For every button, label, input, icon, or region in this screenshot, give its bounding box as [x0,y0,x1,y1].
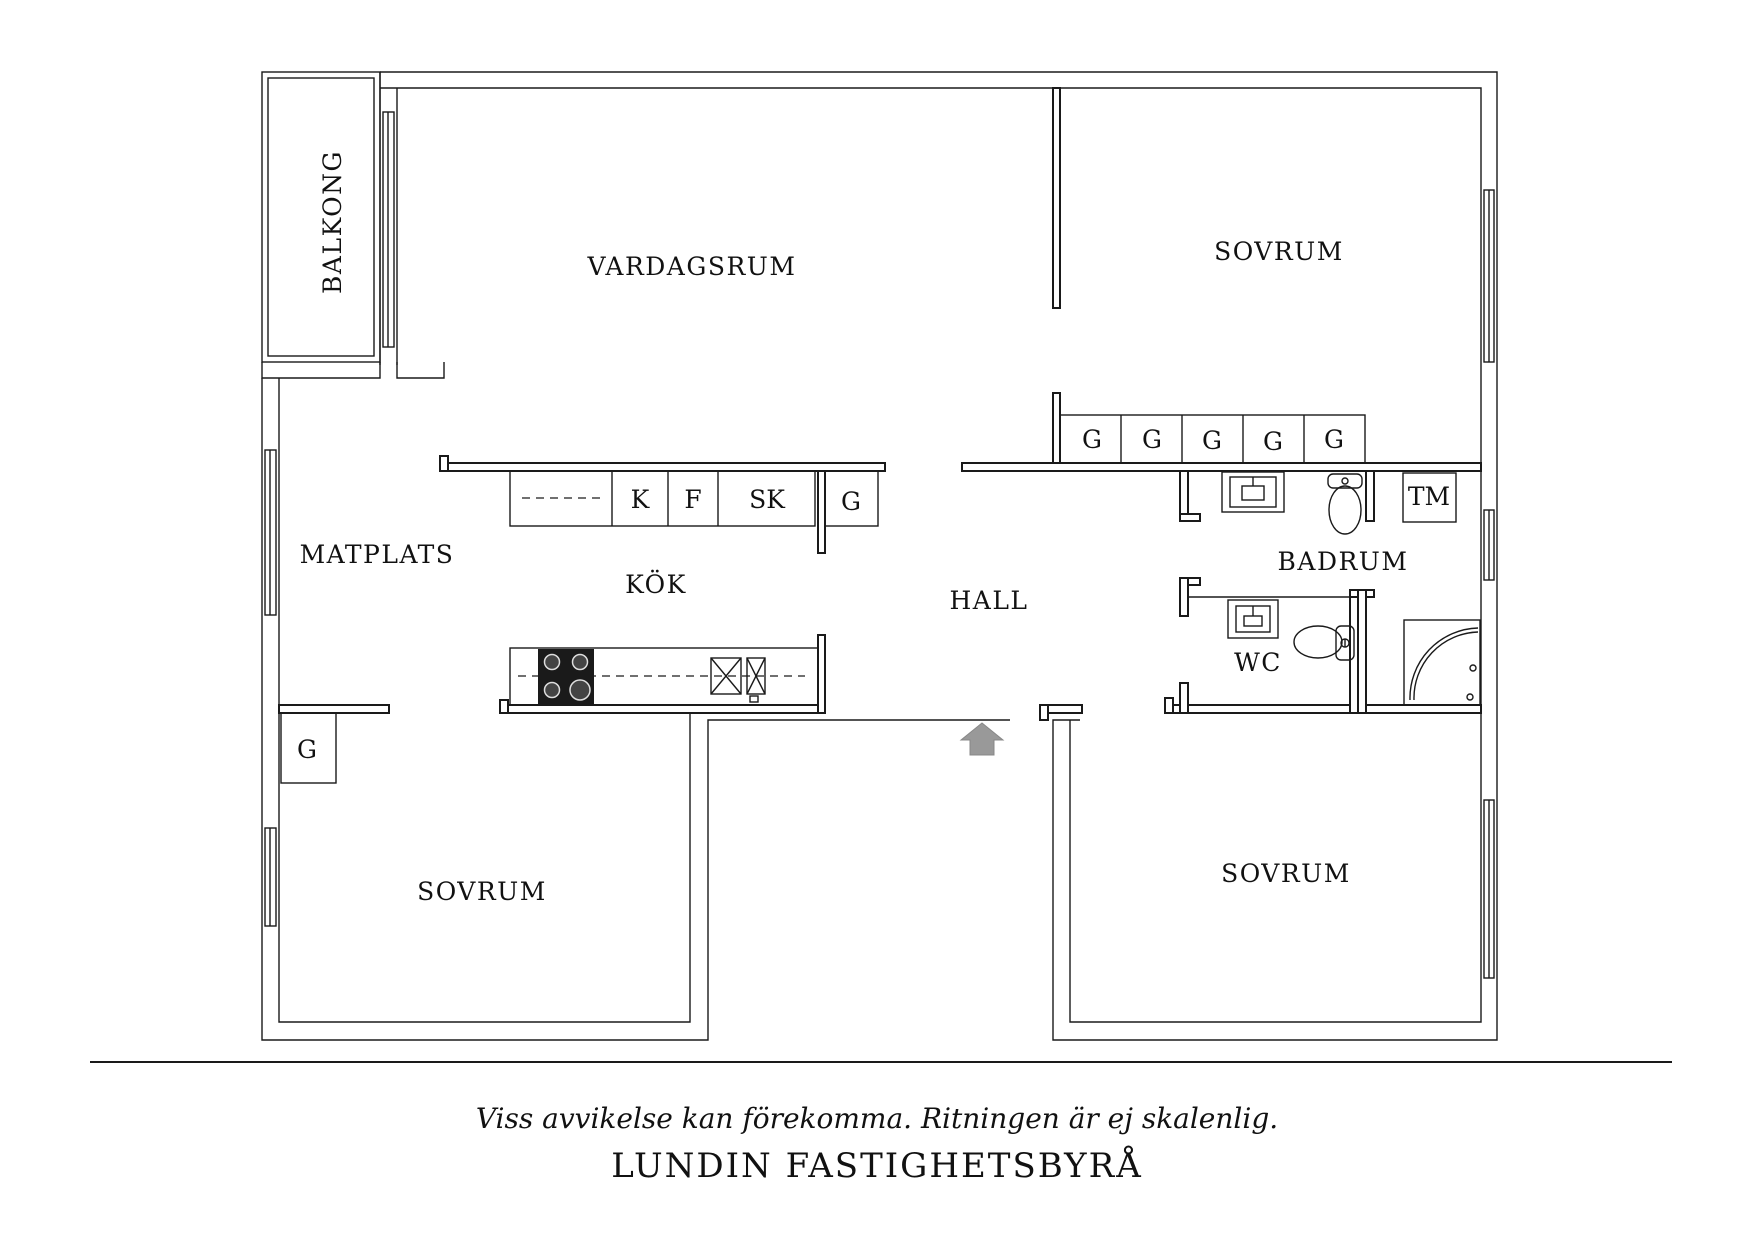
room-label-sovrum-top-right: SOVRUM [1214,237,1344,266]
wardrobe-label: G [1142,425,1162,454]
wardrobe-label: G [1324,425,1344,454]
kitchen-sink-icon [710,657,766,703]
wc-sink-icon [1227,599,1279,639]
room-label-matplats: MATPLATS [300,540,455,569]
bedroom-wardrobe [280,712,337,784]
balcony [261,71,381,379]
room-label-balkong: BALKONG [318,150,347,294]
room-label-kok: KÖK [625,570,687,599]
wardrobe-label: G [1263,427,1283,456]
fixture-label-k: K [631,485,651,514]
fixture-label-f: F [684,485,701,514]
fixture-label-bedroom-g: G [297,735,317,764]
room-label-sovrum-bottom-left: SOVRUM [417,877,547,906]
outer-walls [261,71,1498,1041]
room-label-wc: WC [1234,648,1282,677]
brand-name: LUNDIN FASTIGHETSBYRÅ [611,1146,1143,1186]
washing-machine-icon [1402,472,1457,523]
fixture-label-tm: TM [1408,482,1450,511]
interior-walls [278,87,1482,721]
disclaimer-text: Viss avvikelse kan förekomma. Ritningen … [475,1102,1279,1135]
shower-icon [1403,619,1481,706]
kitchen-counter-upper [509,470,879,527]
stove-icon [538,649,594,704]
room-label-sovrum-bottom-right: SOVRUM [1221,859,1351,888]
room-label-badrum: BADRUM [1278,547,1409,576]
entrance-arrow-icon [959,722,1005,756]
wardrobe-row [1059,414,1366,464]
fixture-label-sk: SK [749,485,786,514]
room-label-vardagsrum: VARDAGSRUM [587,252,797,281]
room-label-hall: HALL [949,586,1028,615]
fixture-label-kitchen-g: G [841,487,861,516]
wc-toilet-icon [1293,625,1355,661]
wardrobe-label: G [1202,426,1222,455]
wardrobe-label: G [1082,425,1102,454]
toilet-icon [1327,473,1363,535]
windows [264,111,1495,979]
divider-line [90,1061,1672,1063]
bathroom-sink-icon [1221,471,1285,513]
